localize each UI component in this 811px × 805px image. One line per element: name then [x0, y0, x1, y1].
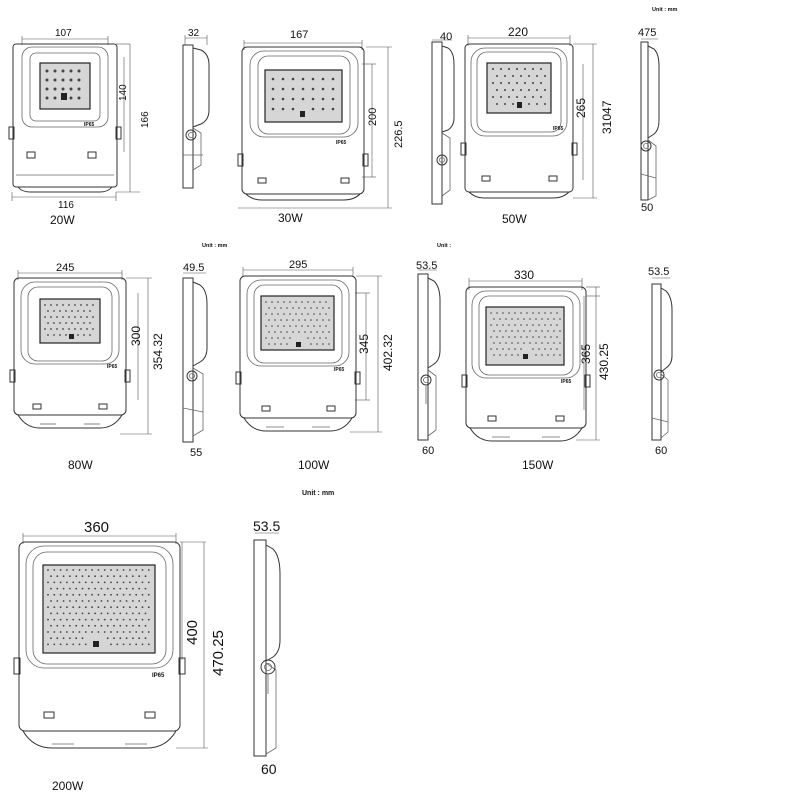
ip65-label: IP65 — [107, 364, 118, 370]
ip65-label: IP65 — [152, 673, 165, 679]
dim-width-100w: 295 — [289, 259, 307, 271]
dim-depth-100w: 53.5 — [416, 260, 437, 272]
ip65-label: IP65 — [336, 140, 347, 146]
caption-20w: 20W — [50, 213, 75, 227]
dim-width-50w: 220 — [508, 25, 528, 39]
unit-note: Unit : mm — [652, 7, 677, 13]
ip65-label: IP65 — [334, 367, 345, 373]
dim-depth-20w: 32 — [188, 28, 200, 39]
ip65-label: IP65 — [553, 126, 564, 132]
dim-height-total-30w: 226.5 — [393, 120, 405, 148]
fixture-50w-front: IP65 — [460, 35, 597, 199]
dim-width-150w: 330 — [514, 268, 534, 282]
dim-height-total-80w: 354.32 — [151, 333, 165, 370]
dim-height-total-20w: 166 — [140, 111, 151, 128]
led-dot-grid — [492, 68, 546, 105]
dim-side-bottom-200w: 60 — [261, 761, 277, 777]
fixture-150w-front: IP65 — [461, 278, 600, 442]
caption-30w: 30W — [278, 211, 303, 225]
caption-100w: 100W — [298, 458, 330, 472]
dim-height-total-200w: 470.25 — [210, 630, 227, 676]
led-dot-grid — [44, 304, 94, 336]
ip65-label: IP65 — [561, 379, 572, 385]
dim-depth-150w: 53.5 — [648, 266, 669, 278]
fixture-20w-front: IP65 — [8, 36, 140, 201]
dim-height-led-50w: 265 — [574, 98, 588, 118]
dim-height-led-200w: 400 — [184, 620, 201, 645]
dim-side-top-50w: 475 — [638, 27, 656, 39]
led-dot-grid — [47, 569, 150, 646]
fixture-80w-front: IP65 — [9, 270, 152, 435]
fixture-200w-front: IP65 — [13, 533, 208, 749]
led-dot-grid — [45, 69, 81, 100]
dim-width-30w: 167 — [290, 29, 308, 41]
led-dot-grid — [271, 77, 335, 111]
fixture-100w-front: IP65 — [235, 267, 382, 433]
dim-side-bottom-150w: 60 — [655, 445, 667, 457]
fixture-100w-side — [417, 269, 441, 441]
caption-50w: 50W — [502, 212, 527, 226]
unit-note-short: Unit : — [437, 243, 451, 249]
led-dot-grid — [265, 301, 330, 345]
dim-width-200w: 360 — [84, 519, 109, 536]
dim-height-led-150w: 365 — [579, 344, 593, 364]
fixture-50w-side-2 — [640, 38, 660, 201]
fixture-200w-side — [253, 532, 281, 757]
dim-depth-50w: 40 — [440, 31, 452, 43]
led-dot-grid — [490, 312, 561, 356]
fixture-80w-side — [182, 272, 208, 443]
dim-side-bottom-50w: 50 — [641, 202, 653, 214]
dim-depth-80w: 49.5 — [183, 262, 204, 274]
dim-height-led-100w: 345 — [357, 334, 371, 354]
dim-depth-200w: 53.5 — [253, 518, 280, 534]
dim-height-led-20w: 140 — [118, 84, 129, 101]
fixture-20w-side — [182, 35, 210, 189]
unit-note: Unit : mm — [302, 490, 334, 497]
dim-height-led-80w: 300 — [129, 326, 143, 346]
caption-200w: 200W — [52, 779, 84, 793]
dim-side-bottom-80w: 55 — [190, 447, 202, 459]
ip65-label: IP65 — [84, 122, 95, 128]
fixture-50w-side — [431, 39, 455, 205]
dim-side-bottom-100w: 60 — [422, 445, 434, 457]
fixture-150w-side — [651, 277, 673, 441]
caption-150w: 150W — [522, 458, 554, 472]
dim-height-total-50w: 31047 — [600, 100, 614, 134]
dim-height-total-150w: 430.25 — [597, 343, 611, 380]
dim-height-led-30w: 200 — [367, 108, 379, 126]
dim-width-80w: 245 — [56, 262, 74, 274]
dim-height-total-100w: 402.32 — [381, 334, 395, 371]
dim-base-width-20w: 116 — [58, 200, 74, 211]
fixture-30w-front: IP65 — [237, 40, 392, 209]
dim-width-20w: 107 — [55, 28, 72, 39]
unit-note: Unit : mm — [202, 243, 227, 249]
caption-80w: 80W — [68, 458, 93, 472]
